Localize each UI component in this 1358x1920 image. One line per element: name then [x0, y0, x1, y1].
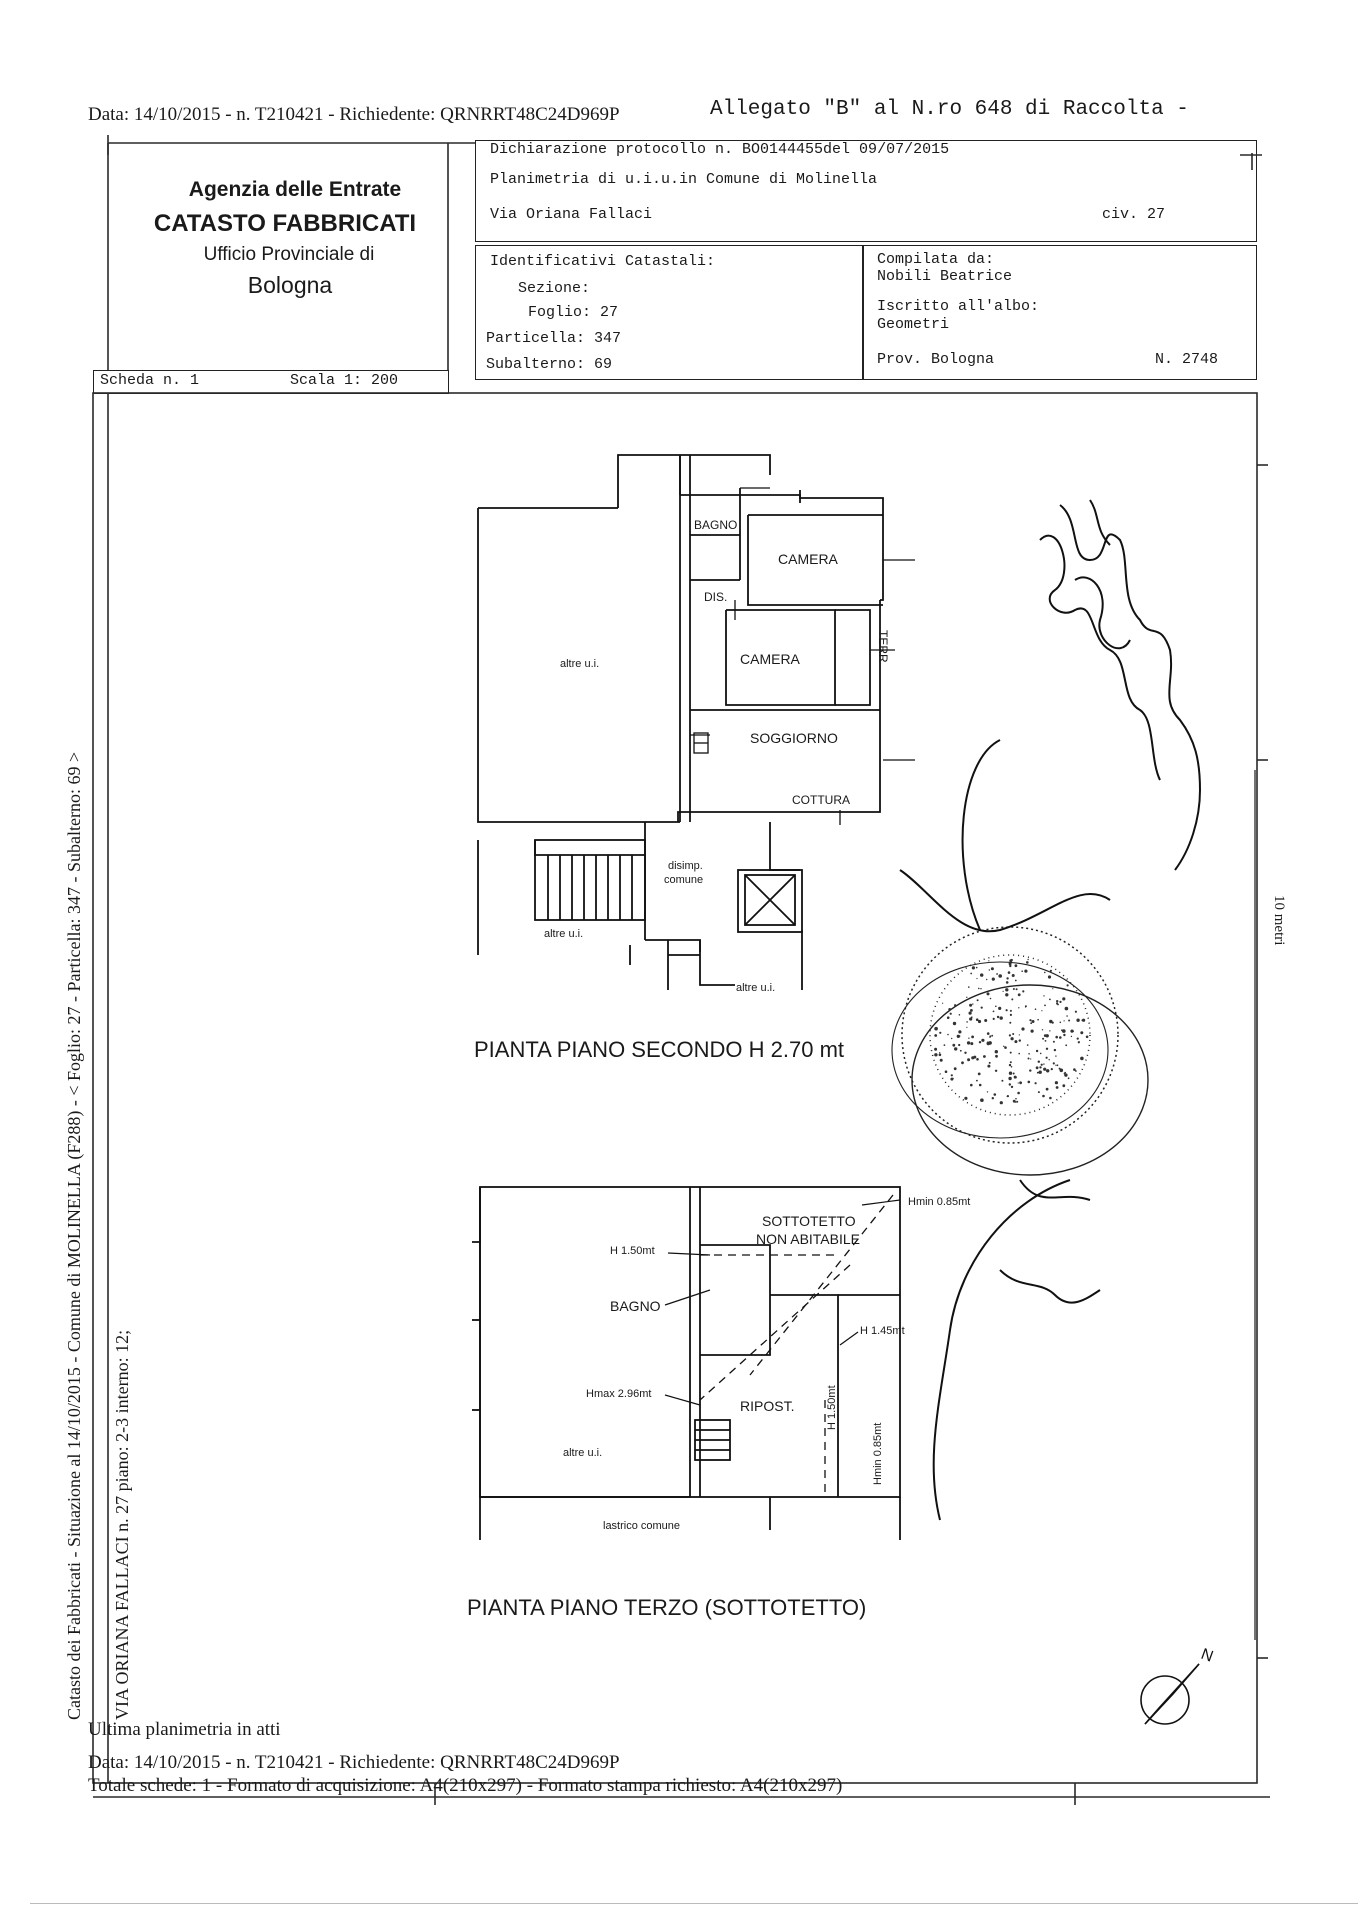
footer-ultima: Ultima planimetria in atti: [88, 1719, 281, 1740]
room-altre3-f2: altre u.i.: [736, 982, 776, 994]
hmin085-vertical-f3: Hmin 0.85mt: [872, 1422, 884, 1485]
hmin085-label-f3: Hmin 0.85mt: [908, 1196, 971, 1208]
header-allegato: Allegato "B" al N.ro 648 di Raccolta -: [710, 98, 1189, 121]
identifiers-particella: Particella: 347: [486, 330, 622, 347]
room-bagno-f2: BAGNO: [694, 518, 738, 532]
room-camera2-f2: CAMERA: [740, 651, 800, 667]
declaration-civ: civ. 27: [1102, 206, 1166, 223]
room-ripost-f3: RIPOST.: [740, 1398, 795, 1414]
room-camera1-f2: CAMERA: [778, 551, 838, 567]
compiler-number: N. 2748: [1155, 351, 1219, 368]
compiler-albo: Geometri: [877, 316, 950, 333]
office-provinciale: Ufficio Provinciale di: [203, 244, 375, 265]
scheda-number: Scheda n. 1: [100, 372, 200, 389]
office-catasto: CATASTO FABBRICATI: [153, 210, 417, 237]
svg-text:N: N: [1199, 1646, 1216, 1666]
office-city: Bologna: [247, 272, 333, 298]
room-nonabitabile-f3: NON ABITABILE: [756, 1231, 860, 1247]
identifiers-sezione: Sezione:: [518, 280, 591, 297]
identifiers-title: Identificativi Catastali:: [490, 253, 716, 270]
declaration-protocol: Dichiarazione protocollo n. BO0144455del…: [490, 141, 950, 158]
compiler-prov: Prov. Bologna: [877, 351, 995, 368]
compiler-box: [863, 245, 1257, 380]
declaration-address: Via Oriana Fallaci: [490, 206, 653, 223]
page-bottom-rule: [30, 1903, 1358, 1904]
room-dis-f2: DIS.: [704, 590, 728, 604]
room-soggiorno-f2: SOGGIORNO: [750, 730, 838, 746]
floor2-title: PIANTA PIANO SECONDO H 2.70 mt: [474, 1037, 845, 1062]
room-sottotetto-f3: SOTTOTETTO: [762, 1213, 856, 1229]
room-cottura-f2: COTTURA: [792, 793, 850, 807]
identifiers-subalterno: Subalterno: 69: [486, 356, 613, 373]
room-bagno-f3: BAGNO: [610, 1298, 661, 1314]
compiler-albo-label: Iscritto all'albo:: [877, 298, 1040, 315]
footer-data: Data: 14/10/2015 - n. T210421 - Richiede…: [88, 1752, 620, 1773]
declaration-box: [475, 140, 1257, 242]
room-disimp-f2: disimp.: [668, 860, 703, 872]
lastrico-label-f3: lastrico comune: [603, 1520, 681, 1532]
compiler-name: Nobili Beatrice: [877, 268, 1013, 285]
scheda-scale: Scala 1: 200: [290, 372, 399, 389]
footer-totale: Totale schede: 1 - Formato di acquisizio…: [88, 1775, 843, 1796]
identifiers-foglio: Foglio: 27: [528, 304, 619, 321]
room-terr-f2: TERR: [876, 630, 890, 663]
floor3-title: PIANTA PIANO TERZO (SOTTOTETTO): [467, 1595, 867, 1620]
h150-vertical-f3: H 1.50mt: [826, 1385, 838, 1430]
hmax-label-f3: Hmax 2.96mt: [586, 1388, 652, 1400]
room-altre2-f2: altre u.i.: [544, 928, 584, 940]
header-request-line: Data: 14/10/2015 - n. T210421 - Richiede…: [88, 104, 620, 125]
room-altre-f3: altre u.i.: [563, 1447, 603, 1459]
office-agency: Agenzia delle Entrate: [188, 178, 402, 201]
room-altre1-f2: altre u.i.: [560, 658, 600, 670]
compiler-title: Compilata da:: [877, 251, 995, 268]
declaration-planimetria: Planimetria di u.i.u.in Comune di Moline…: [490, 171, 878, 188]
identifiers-box: [475, 245, 863, 380]
h145-label-f3: H 1.45mt: [860, 1325, 905, 1337]
h150-label-f3: H 1.50mt: [610, 1245, 655, 1257]
room-comune-f2: comune: [664, 874, 704, 886]
